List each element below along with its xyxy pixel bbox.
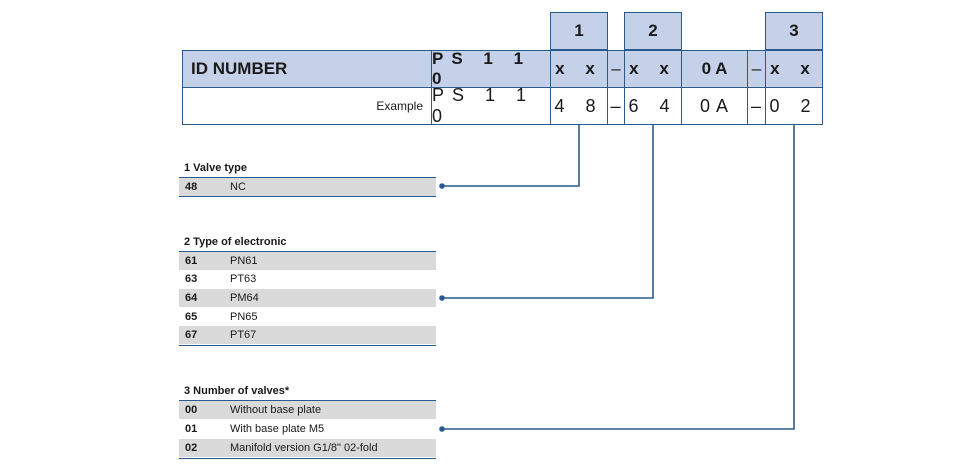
- section-2-rule-bottom: [179, 345, 436, 346]
- connector-line-3: [443, 125, 795, 430]
- option-code: 02: [185, 442, 198, 454]
- option-description: PN61: [230, 255, 258, 267]
- option-description: NC: [230, 181, 246, 193]
- section-2-rule: [179, 251, 436, 252]
- option-code: 65: [185, 311, 198, 323]
- header-prefix-text: PS 1 1 0: [432, 49, 532, 88]
- example-field-3: 0 A: [681, 87, 748, 125]
- list-item: 61 PN61: [179, 252, 436, 270]
- list-item: 01 With base plate M5: [179, 420, 436, 438]
- example-dash-1: –: [607, 87, 625, 125]
- example-field-1-text: 4 8: [554, 95, 604, 116]
- connector-line-2: [443, 125, 654, 299]
- list-item: 63 PT63: [179, 270, 436, 288]
- header-prefix: PS 1 1 0: [431, 49, 551, 88]
- section-2-title: 2 Type of electronic: [184, 236, 287, 248]
- option-description: Without base plate: [230, 404, 322, 416]
- example-prefix: PS 1 1 0: [431, 85, 551, 126]
- option-description: With base plate M5: [230, 423, 325, 435]
- example-prefix-text: PS 1 1 0: [432, 85, 535, 126]
- header-field-4-text: x x: [770, 59, 818, 78]
- option-code: 00: [185, 404, 198, 416]
- section-1-rule-bottom: [179, 196, 436, 197]
- section-1-rule: [179, 177, 436, 178]
- option-description: Manifold version G1/8" 02-fold: [230, 442, 378, 454]
- header-field-3: 0 A: [681, 50, 748, 88]
- list-item: 48 NC: [179, 178, 436, 196]
- option-code: 48: [185, 181, 198, 193]
- list-item: 67 PT67: [179, 326, 436, 344]
- option-code: 63: [185, 273, 198, 285]
- option-description: PT67: [230, 329, 257, 341]
- list-item: 65 PN65: [179, 308, 436, 326]
- connector-dot-2: [439, 295, 445, 301]
- connector-dot-1: [439, 183, 445, 189]
- section-1-title: 1 Valve type: [184, 162, 247, 174]
- example-field-2-text: 6 4: [628, 95, 678, 116]
- list-item: 64 PM64: [179, 289, 436, 307]
- header-field-4: x x: [765, 50, 823, 88]
- connector-line-1: [443, 125, 580, 187]
- section-3-title: 3 Number of valves*: [184, 385, 290, 397]
- option-code: 67: [185, 329, 198, 341]
- option-description: PT63: [230, 273, 257, 285]
- example-field-4: 0 2: [765, 87, 823, 125]
- example-field-2: 6 4: [624, 87, 682, 125]
- example-field-1: 4 8: [550, 87, 608, 125]
- option-code: 01: [185, 423, 198, 435]
- section-3-rule-bottom: [179, 458, 436, 459]
- option-description: PM64: [230, 292, 259, 304]
- example-label: Example: [182, 87, 432, 125]
- option-code: 61: [185, 255, 198, 267]
- group-number-2: 2: [624, 12, 682, 50]
- list-item: 00 Without base plate: [179, 401, 436, 419]
- section-3-rule: [179, 400, 436, 401]
- option-description: PN65: [230, 311, 258, 323]
- connector-dot-3: [439, 426, 445, 432]
- list-item: 02 Manifold version G1/8" 02-fold: [179, 439, 436, 457]
- header-field-2: x x: [624, 50, 682, 88]
- option-code: 64: [185, 292, 198, 304]
- example-field-4-text: 0 2: [769, 95, 819, 116]
- header-field-1-text: x x: [555, 59, 603, 78]
- group-number-3: 3: [765, 12, 823, 50]
- header-field-2-text: x x: [629, 59, 677, 78]
- group-number-1: 1: [550, 12, 608, 50]
